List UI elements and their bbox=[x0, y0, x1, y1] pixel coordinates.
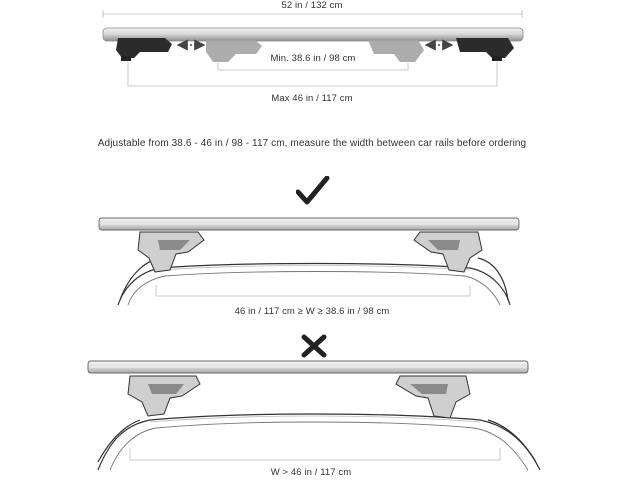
max-width-bracket bbox=[127, 62, 498, 87]
max-width-label: Max 46 in / 117 cm bbox=[271, 93, 353, 104]
top-rack-diagram bbox=[102, 10, 524, 87]
incorrect-fit-diagram bbox=[87, 360, 541, 471]
right-foot-incorrect bbox=[395, 375, 471, 419]
left-foot-inner bbox=[206, 40, 262, 62]
correct-fit-caption: 46 in / 117 cm ≥ W ≥ 38.6 in / 98 cm bbox=[234, 306, 390, 317]
car-roof-outline-incorrect bbox=[97, 413, 541, 471]
right-foot-outer bbox=[456, 38, 514, 58]
incorrect-fit-caption: W > 46 in / 117 cm bbox=[270, 467, 352, 478]
instruction-text: Adjustable from 38.6 - 46 in / 98 - 117 … bbox=[97, 138, 527, 149]
min-width-bracket bbox=[217, 63, 409, 71]
correct-fit-diagram bbox=[98, 217, 520, 306]
left-foot-incorrect bbox=[127, 375, 201, 417]
car-roof-outline-correct bbox=[117, 262, 511, 306]
cross-icon bbox=[301, 334, 327, 358]
bar-length-label: 52 in / 132 cm bbox=[281, 0, 343, 11]
left-foot-outer bbox=[116, 38, 172, 58]
checkmark-icon bbox=[296, 176, 330, 205]
crossbar-top-view bbox=[102, 27, 524, 42]
right-foot-inner bbox=[368, 40, 424, 62]
incorrect-width-guide bbox=[129, 448, 501, 461]
correct-width-guide bbox=[155, 285, 471, 297]
min-width-label: Min. 38.6 in / 98 cm bbox=[270, 53, 356, 64]
